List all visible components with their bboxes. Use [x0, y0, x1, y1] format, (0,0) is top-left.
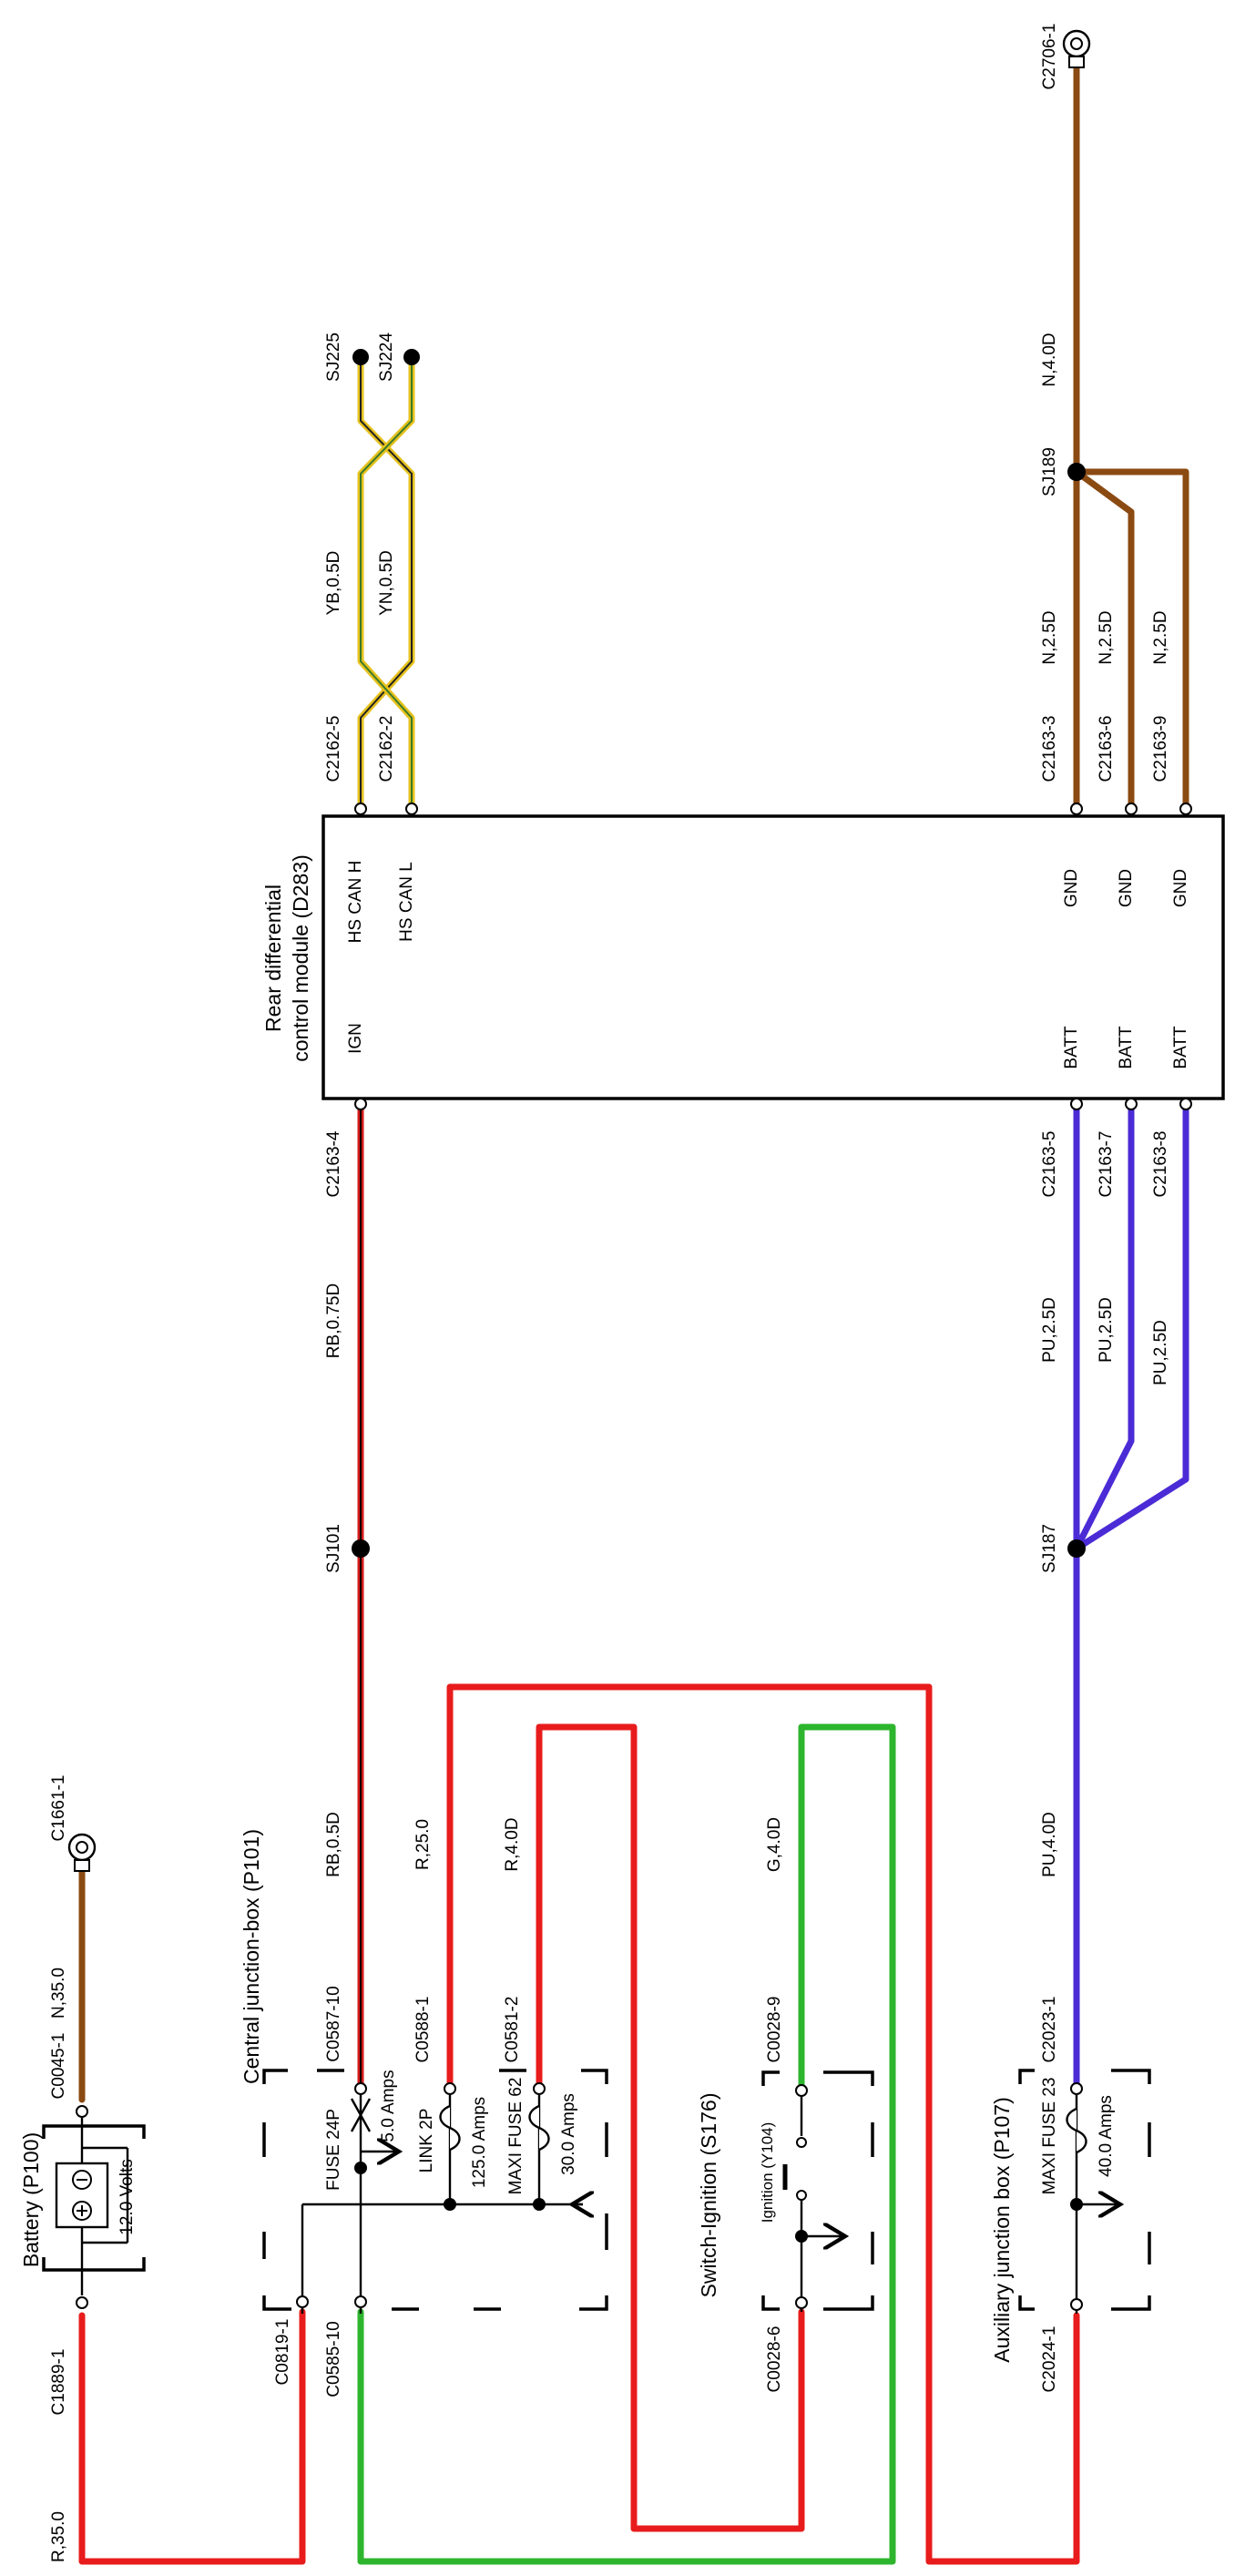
pin-can-h-label: HS CAN H [346, 861, 365, 944]
wire-label-n25a: N,2.5D [1040, 610, 1059, 664]
wire-pu25-b [1073, 1106, 1135, 1552]
splice-sj189: SJ189 [1040, 447, 1059, 496]
wire-label-n35: N,35.0 [49, 1968, 68, 2019]
maxi62-rating: 30.0 Amps [559, 2093, 578, 2175]
battery-title: Battery (P100) [19, 2132, 43, 2267]
fuse24-name: FUSE 24P [324, 2109, 343, 2191]
conn-c2162-5: C2162-5 [324, 716, 343, 782]
connector-pins [76, 802, 1192, 2311]
wire-pu25-c [1073, 1106, 1189, 1552]
conn-c2163-8: C2163-8 [1151, 1131, 1170, 1198]
wire-g4 [357, 1723, 896, 2565]
wire-label-r25: R,25.0 [413, 1819, 433, 1870]
wire-label-yn05: YN,0.5D [377, 550, 396, 616]
wire-label-pu4: PU,4.0D [1040, 1812, 1059, 1877]
battery: 12.0 Volts Battery (P100) [19, 2118, 146, 2295]
conn-c0028-6: C0028-6 [765, 2326, 784, 2393]
auxiliary-junction-box: MAXI FUSE 23 40.0 Amps Auxiliary junctio… [990, 2069, 1151, 2363]
pin-batt1-label: BATT [1062, 1026, 1081, 1069]
wire-label-n25c: N,2.5D [1151, 610, 1170, 664]
wire-label-pu25c: PU,2.5D [1151, 1320, 1170, 1385]
splice-labels: SJ101 SJ187 SJ189 SJ225 SJ224 [324, 332, 1059, 1573]
wire-r25 [446, 1683, 1080, 2565]
conn-c2163-4: C2163-4 [324, 1130, 343, 1197]
pin-batt2-label: BATT [1117, 1026, 1136, 1069]
fuse24-rating: 5.0 Amps [379, 2070, 398, 2142]
ignition-title: Switch-Ignition (S176) [697, 2093, 720, 2298]
conn-c0585-10: C0585-10 [324, 2321, 343, 2397]
wire-label-yb05: YB,0.5D [324, 551, 343, 616]
wires [78, 62, 1189, 2565]
conn-c2023-1: C2023-1 [1040, 1997, 1059, 2063]
ignition-switch: Ignition (Y104) Switch-Ignition (S176) [697, 2070, 874, 2312]
pin-ign-label: IGN [346, 1023, 365, 1054]
conn-c1889-1: C1889-1 [49, 2349, 68, 2416]
conn-c2024-1: C2024-1 [1040, 2326, 1059, 2393]
ajb-title: Auxiliary junction box (P107) [990, 2097, 1014, 2362]
maxi23-name: MAXI FUSE 23 [1040, 2078, 1059, 2195]
link2-name: LINK 2P [417, 2109, 436, 2173]
pin-gnd3-label: GND [1171, 869, 1190, 907]
ground-eyelet-icon [67, 1833, 97, 1872]
module-title-line2: control module (D283) [289, 854, 312, 1062]
battery-voltage: 12.0 Volts [117, 2159, 137, 2234]
splice-sj225: SJ225 [324, 332, 343, 382]
wire-n25-c [1073, 468, 1189, 816]
maxi62-name: MAXI FUSE 62 [506, 2078, 526, 2195]
battery-cell-icon [55, 2162, 109, 2229]
rear-differential-module: Rear differential control module (D283) … [261, 814, 1225, 1100]
wire-r4 [536, 1723, 805, 2532]
wire-labels: R,35.0 N,35.0 RB,0.5D RB,0.75D R,25.0 R,… [49, 332, 1170, 2562]
wire-label-pu25a: PU,2.5D [1040, 1297, 1059, 1363]
conn-c2163-5: C2163-5 [1040, 1131, 1059, 1198]
splice-sj101: SJ101 [324, 1524, 343, 1573]
wire-label-rb075: RB,0.75D [324, 1283, 343, 1358]
conn-c0028-9: C0028-9 [765, 1997, 784, 2063]
connector-labels: C1889-1 C0045-1 C1661-1 C0819-1 C0585-10… [49, 24, 1170, 2416]
pin-gnd1-label: GND [1062, 869, 1081, 907]
conn-c1661-1: C1661-1 [49, 1775, 68, 1842]
conn-c0819-1: C0819-1 [273, 2319, 292, 2386]
conn-c0588-1: C0588-1 [413, 1997, 433, 2063]
cjb-title: Central junction-box (P101) [240, 1829, 263, 2084]
conn-c2163-6: C2163-6 [1097, 716, 1116, 782]
maxi23-rating: 40.0 Amps [1097, 2095, 1116, 2177]
wire-label-n25b: N,2.5D [1097, 610, 1116, 664]
conn-c2163-3: C2163-3 [1040, 716, 1059, 782]
pin-gnd2-label: GND [1117, 869, 1136, 907]
ignition-contact: Ignition (Y104) [759, 2122, 776, 2223]
wire-label-r4: R,4.0D [503, 1817, 522, 1871]
wire-label-pu25b: PU,2.5D [1097, 1297, 1116, 1363]
link2-rating: 125.0 Amps [470, 2097, 489, 2188]
conn-c2163-9: C2163-9 [1151, 716, 1170, 782]
splice-sj187: SJ187 [1040, 1524, 1059, 1573]
wire-yb-tracer [360, 357, 413, 813]
conn-c0045-1: C0045-1 [49, 2033, 68, 2100]
wire-yn-tracer [360, 357, 413, 813]
conn-c2706-1: C2706-1 [1040, 24, 1059, 90]
conn-c2162-2: C2162-2 [377, 716, 396, 782]
wire-label-g4: G,4.0D [765, 1817, 784, 1872]
wire-r35 [78, 2308, 306, 2565]
central-junction-box: FUSE 24P 5.0 Amps LINK 2P 125.0 Amps MAX… [240, 1829, 608, 2314]
wire-label-r35: R,35.0 [49, 2511, 68, 2562]
conn-c0587-10: C0587-10 [324, 1986, 343, 2061]
module-title-line1: Rear differential [261, 884, 285, 1032]
wire-label-rb05: RB,0.5D [324, 1812, 343, 1877]
wire-n25-b [1073, 468, 1135, 816]
splice-dots [352, 349, 1086, 1558]
splice-sj224: SJ224 [377, 332, 396, 382]
wire-label-n4: N,4.0D [1040, 332, 1059, 386]
conn-c2163-7: C2163-7 [1097, 1131, 1116, 1198]
ground-eyelet-icon [1062, 29, 1091, 68]
pin-batt3-label: BATT [1171, 1026, 1190, 1069]
pin-can-l-label: HS CAN L [397, 862, 416, 942]
conn-c0581-2: C0581-2 [503, 1997, 522, 2063]
